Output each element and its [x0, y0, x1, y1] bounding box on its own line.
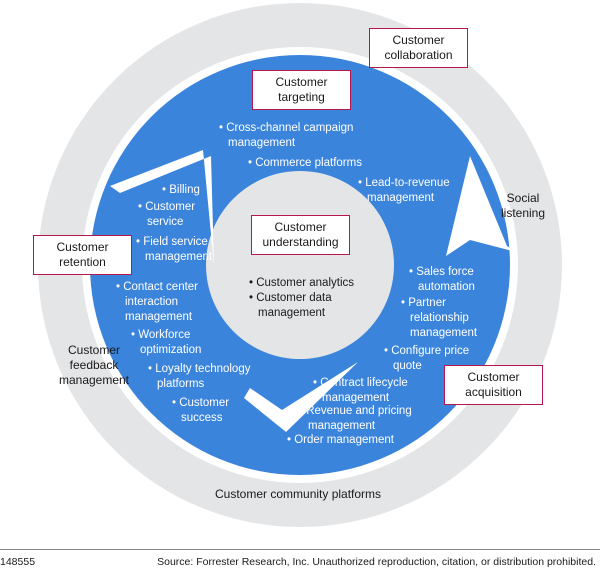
stage-box-understanding: Customer understanding	[251, 215, 350, 255]
stage-box-targeting: Customer targeting	[252, 70, 351, 110]
arrow-cut-acquisition-retention	[244, 362, 358, 432]
source-note: Source: Forrester Research, Inc. Unautho…	[157, 556, 596, 568]
targeting-item-1: • Commerce platforms	[248, 157, 362, 169]
arrow-cut-targeting-acquisition	[446, 156, 516, 256]
arrow-cut-retention-targeting	[110, 150, 214, 266]
understanding-item-0: • Customer analytics	[249, 277, 354, 289]
stage-box-acquisition: Customer acquisition	[444, 365, 543, 405]
community-platforms-label: Customer community platforms	[215, 487, 381, 501]
footer: 148555 Source: Forrester Research, Inc. …	[0, 549, 600, 572]
stage-box-collaboration: Customer collaboration	[369, 28, 468, 68]
acquisition-item-5: • Order management	[287, 434, 395, 446]
retention-item-0: • Billing	[162, 184, 200, 196]
understanding-disc	[206, 171, 394, 359]
figure-id: 148555	[0, 556, 36, 568]
stage-box-retention: Customer retention	[33, 235, 132, 275]
